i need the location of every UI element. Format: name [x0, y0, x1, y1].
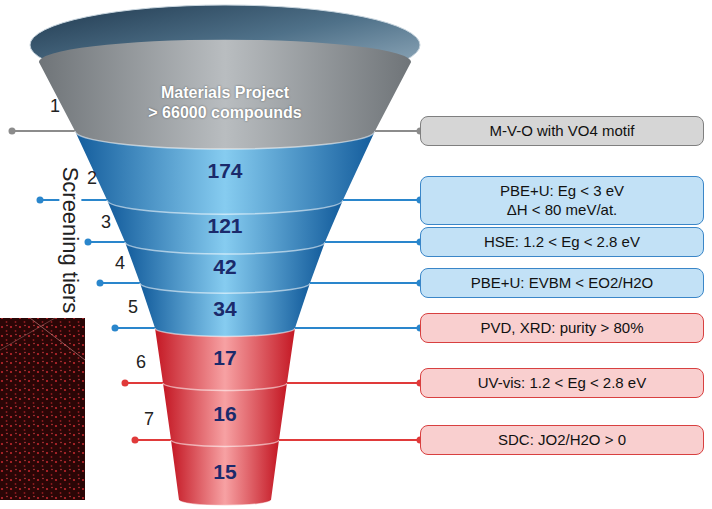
criterion-box: PVD, XRD: purity > 80%: [420, 313, 704, 343]
funnel-tier: 174: [107, 142, 343, 200]
connector-line: [310, 282, 420, 284]
connector-line: [343, 199, 420, 201]
connector: [375, 128, 424, 135]
criterion-text: HSE: 1.2 < Eg < 2.8 eV: [484, 232, 640, 252]
tier-count: Materials Project: [161, 83, 289, 103]
band-edge: [171, 440, 279, 446]
tier-number: 4: [115, 254, 125, 272]
band-edge: [140, 283, 310, 293]
criterion-text: SDC: JO2/H2O > 0: [498, 430, 626, 450]
funnel-tier: 42: [140, 249, 310, 283]
connector-line: [287, 382, 420, 384]
tier-number: 1: [50, 97, 60, 115]
criterion-box: M-V-O with VO4 motif: [420, 116, 704, 146]
connector-line: [325, 241, 420, 243]
criterion-box: PBE+U: EVBM < EO2/H2O: [420, 268, 704, 298]
connector: [279, 437, 424, 444]
criterion-text: PBE+U: Eg < 3 eV: [500, 181, 624, 201]
connector: [295, 325, 424, 332]
funnel-tier: 34: [155, 289, 295, 328]
criterion-text: PVD, XRD: purity > 80%: [481, 318, 644, 338]
tier-dot: [132, 437, 139, 444]
tier-count: 15: [213, 460, 236, 483]
axis-title: Screening tiers: [59, 165, 81, 316]
criterion-text: PBE+U: EVBM < EO2/H2O: [471, 273, 654, 293]
funnel-tier: 16: [171, 387, 279, 440]
band-edge: [75, 131, 375, 149]
tier-number: 6: [136, 353, 146, 371]
criterion-box: PBE+U: Eg < 3 eVΔH < 80 meV/at.: [420, 176, 704, 225]
tier-count: > 66000 compounds: [148, 103, 301, 123]
band-edge: [163, 383, 287, 390]
tier-count: 16: [213, 402, 236, 425]
tier-number: 3: [101, 213, 111, 231]
tier-dot: [37, 197, 44, 204]
funnel: [30, 5, 420, 506]
tier-number: 5: [128, 298, 138, 316]
criterion-box: UV-vis: 1.2 < Eg < 2.8 eV: [420, 368, 704, 398]
funnel-tier: 17: [163, 333, 287, 383]
tier-dot: [122, 380, 129, 387]
tier-dot: [85, 239, 92, 246]
criterion-box: HSE: 1.2 < Eg < 2.8 eV: [420, 227, 704, 257]
tier-count: 174: [207, 159, 242, 182]
tier-dot: [112, 325, 119, 332]
connector-line: [295, 327, 420, 329]
criterion-text: ΔH < 80 meV/at.: [507, 200, 618, 220]
connector: [310, 280, 424, 287]
tier-count: 17: [213, 346, 236, 369]
band-edge: [179, 500, 271, 506]
tier-number: 2: [87, 169, 97, 187]
connector: [325, 239, 424, 246]
band-edge: [107, 200, 343, 214]
tier-dot: [9, 128, 16, 135]
band-edge: [125, 242, 325, 254]
connector-line: [279, 439, 420, 441]
band-edge: [155, 328, 295, 336]
connector-line: [375, 130, 420, 132]
connector: [287, 380, 424, 387]
sample-photo: [0, 318, 85, 500]
tier-count: 121: [207, 214, 242, 237]
criterion-box: SDC: JO2/H2O > 0: [420, 425, 704, 455]
criterion-text: UV-vis: 1.2 < Eg < 2.8 eV: [478, 373, 646, 393]
tier-dot: [97, 280, 104, 287]
tier-count: 42: [213, 255, 236, 278]
criterion-text: M-V-O with VO4 motif: [489, 121, 634, 141]
funnel-band: [39, 40, 411, 149]
funnel-tier: 15: [179, 444, 271, 500]
tier-count: 34: [213, 297, 236, 320]
funnel-tier: 121: [125, 208, 325, 242]
tier-number: 7: [144, 410, 154, 428]
connector: [343, 197, 424, 204]
funnel-tier: Materials Project> 66000 compounds: [75, 75, 375, 131]
